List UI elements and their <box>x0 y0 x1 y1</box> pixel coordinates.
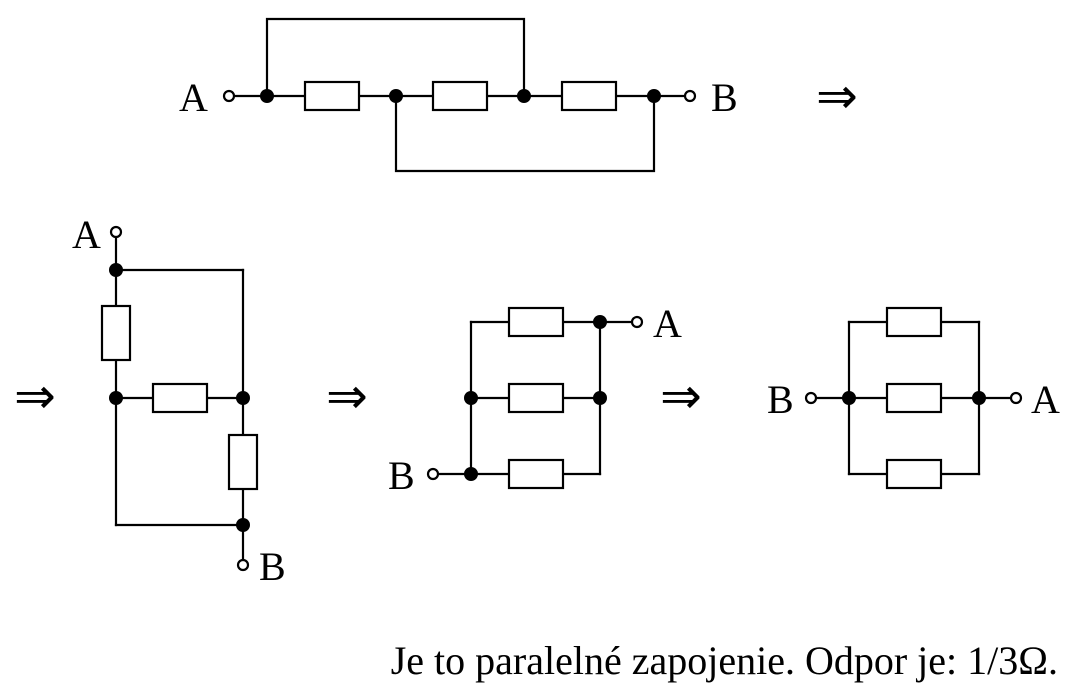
junction-dot <box>109 391 123 405</box>
node-label-b: B <box>767 377 794 422</box>
bridge-wire-top <box>265 17 526 98</box>
resistor <box>431 80 489 112</box>
terminal <box>1009 391 1023 405</box>
resistor <box>560 80 618 112</box>
implies-arrow: ⇒ <box>14 367 56 425</box>
resistor <box>507 306 565 338</box>
terminal <box>109 225 123 239</box>
implies-arrow: ⇒ <box>660 367 702 425</box>
resistor <box>885 306 943 338</box>
node-label-b: B <box>388 453 415 498</box>
junction-dot <box>972 391 986 405</box>
node-label-b: B <box>259 544 286 589</box>
node-label-a: A <box>1031 377 1060 422</box>
junction-dot <box>593 391 607 405</box>
node-label-a: A <box>72 212 101 257</box>
node-label-b: B <box>711 75 738 120</box>
junction-dot <box>842 391 856 405</box>
terminal <box>236 558 250 572</box>
circuit-2: A B <box>72 212 286 589</box>
resistor <box>303 80 361 112</box>
resistor <box>507 382 565 414</box>
terminal <box>222 89 236 103</box>
caption: Je to paralelné zapojenie. Odpor je: 1/3… <box>391 638 1058 683</box>
junction-dot <box>236 518 250 532</box>
implies-arrow: ⇒ <box>326 367 368 425</box>
node-label-a: A <box>179 75 208 120</box>
junction-dot <box>593 315 607 329</box>
junction-dot <box>517 89 531 103</box>
terminal <box>683 89 697 103</box>
node-label-a: A <box>653 301 682 346</box>
resistor <box>885 382 943 414</box>
bridge-wire-bottom <box>394 94 656 173</box>
junction-dot <box>389 89 403 103</box>
junction-dot <box>236 391 250 405</box>
junction-dot <box>647 89 661 103</box>
resistor <box>227 433 259 491</box>
junction-dot <box>109 263 123 277</box>
resistor <box>151 382 209 414</box>
implies-arrow: ⇒ <box>816 67 858 125</box>
junction-dot <box>464 391 478 405</box>
resistor <box>100 304 132 362</box>
junction-dot <box>260 89 274 103</box>
circuit-1: A B <box>179 17 738 173</box>
junction-dot <box>464 467 478 481</box>
circuit-4: B A <box>767 306 1060 490</box>
resistor <box>507 458 565 490</box>
terminal <box>804 391 818 405</box>
terminal <box>630 315 644 329</box>
resistor <box>885 458 943 490</box>
circuit-3: A B <box>388 301 682 498</box>
terminal <box>426 467 440 481</box>
